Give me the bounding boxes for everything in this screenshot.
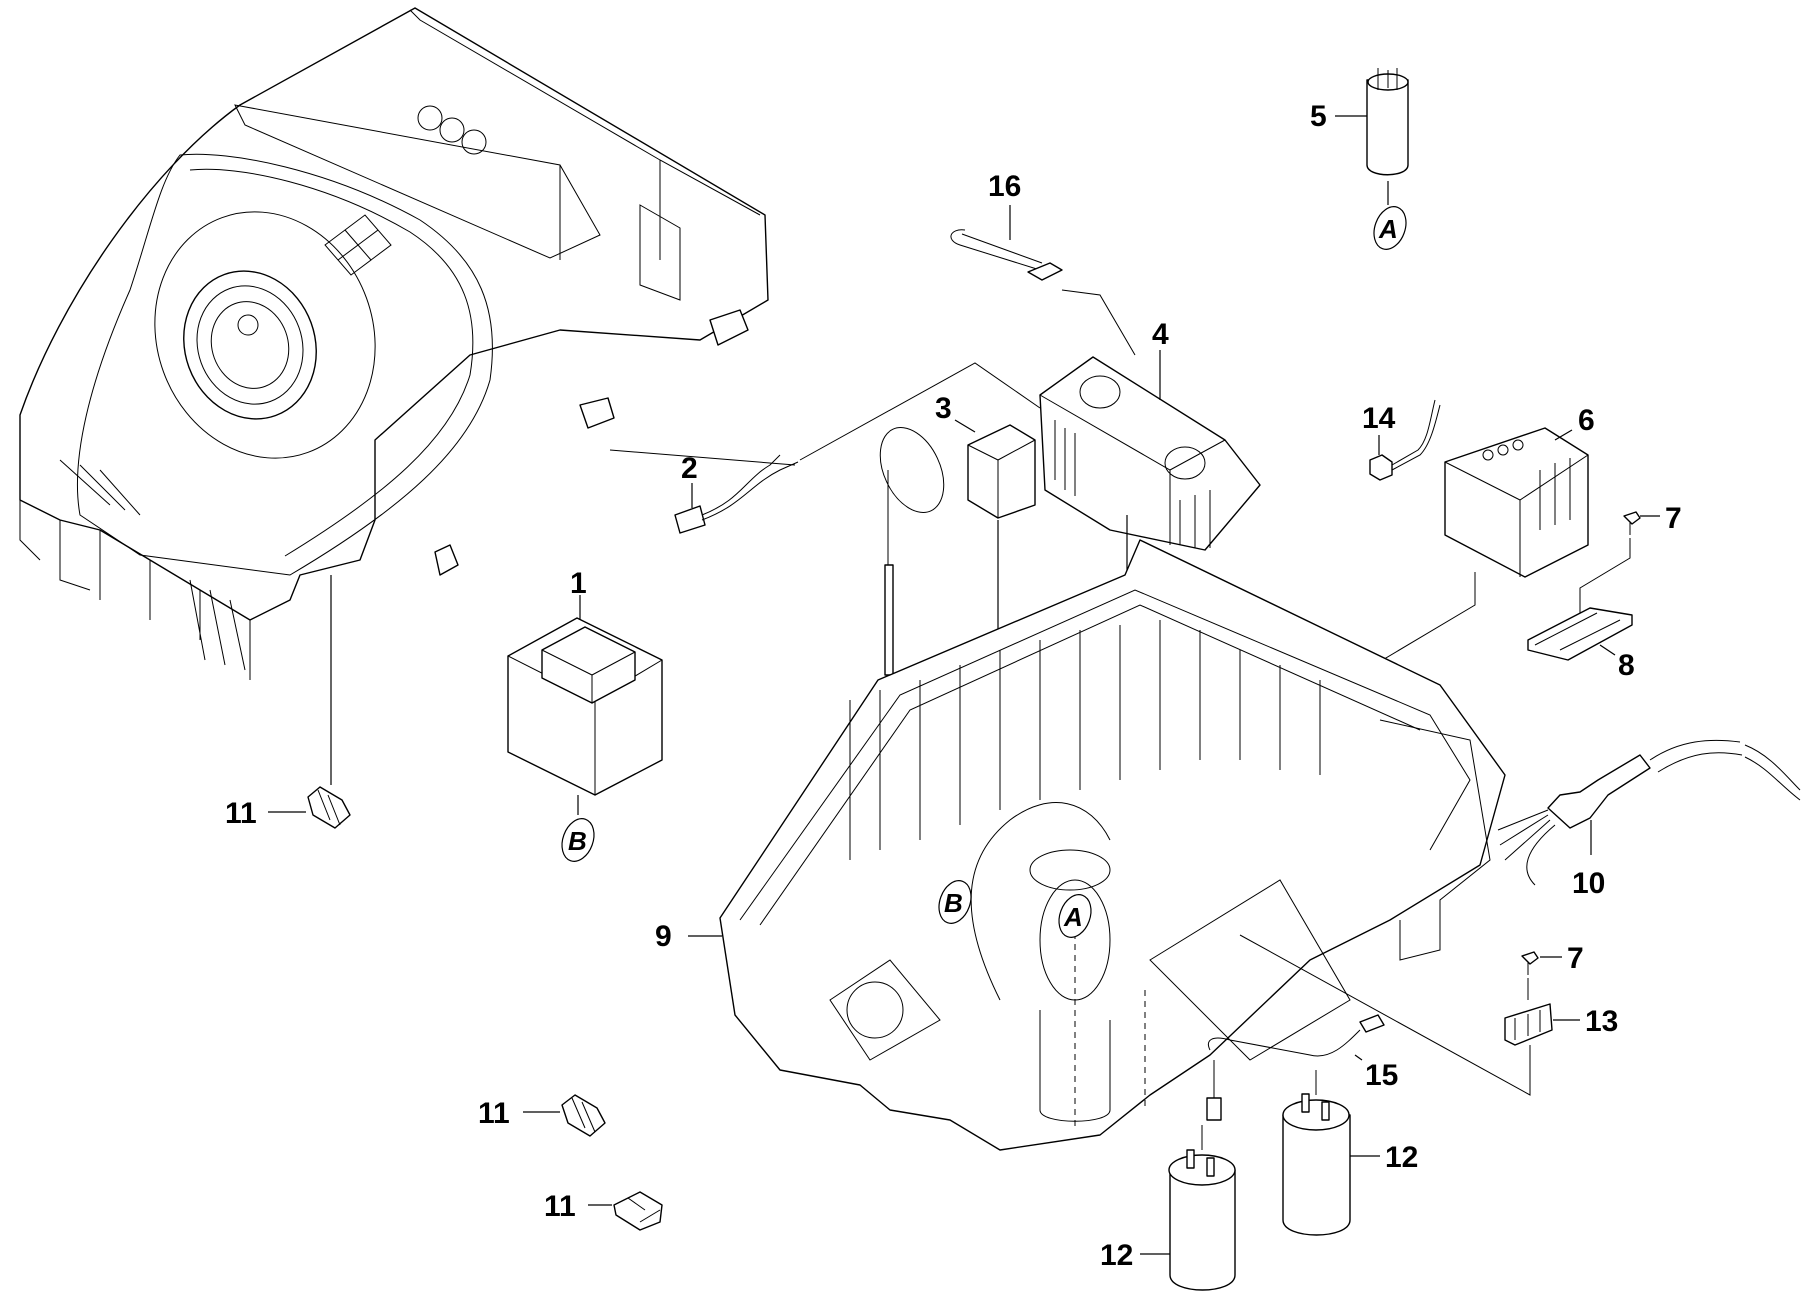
connector-cable-part-14: 14 <box>1362 399 1441 481</box>
reference-b: B <box>568 826 587 856</box>
cable-part-15: 15 <box>1206 1014 1398 1121</box>
callout-9: 9 <box>655 920 672 953</box>
clip-part-11-top: 11 <box>225 575 351 830</box>
screw-part-7-lower: 7 <box>1521 942 1584 1000</box>
callout-4: 4 <box>1152 318 1169 351</box>
callout-8: 8 <box>1618 649 1635 682</box>
callout-13: 13 <box>1585 1005 1618 1038</box>
callout-3: 3 <box>935 392 952 425</box>
callout-10: 10 <box>1572 867 1605 900</box>
callout-11-middle: 11 <box>478 1097 510 1130</box>
callout-6: 6 <box>1578 404 1595 437</box>
callout-2: 2 <box>681 452 698 485</box>
jumper-cable-part-16: 16 <box>950 170 1136 356</box>
wire-harness-part-2: 2 <box>609 362 1041 534</box>
capacitor-part-5: 5 A <box>1310 68 1409 250</box>
callout-12-right: 12 <box>1385 1141 1418 1174</box>
callout-1: 1 <box>570 567 587 600</box>
callout-7: 7 <box>1665 502 1682 535</box>
callout-11-bottom: 11 <box>544 1190 576 1223</box>
din-rail-part-8: 8 <box>1527 607 1635 682</box>
callout-7-lower: 7 <box>1567 942 1584 975</box>
callout-5: 5 <box>1310 100 1327 133</box>
top-cover <box>19 7 769 680</box>
capacitor-part-12-right: 12 <box>1282 1070 1418 1236</box>
reference-a: A <box>1378 214 1398 244</box>
reference-ring-a-base <box>1058 894 1092 938</box>
callout-12: 12 <box>1100 1239 1133 1272</box>
clip-part-11-bottom: 11 <box>544 1190 663 1231</box>
callout-15: 15 <box>1365 1059 1398 1092</box>
terminal-block-part-13: 13 <box>1239 934 1618 1096</box>
capacitor-part-12-left: 12 <box>1100 1125 1236 1291</box>
reference-ring-a <box>1373 206 1407 250</box>
reference-ring-b-base <box>938 880 972 924</box>
base-housing-part-9: 9 B A <box>655 539 1506 1151</box>
callout-16: 16 <box>988 170 1021 203</box>
power-cord-part-10: 10 <box>1497 739 1801 900</box>
callout-14: 14 <box>1362 402 1396 435</box>
transformer-part-1: 1 B <box>507 567 663 862</box>
callout-11: 11 <box>225 797 257 830</box>
reference-b-base: B <box>944 888 963 918</box>
clip-part-11-middle: 11 <box>478 1094 606 1137</box>
screw-part-7-upper: 7 <box>1579 502 1682 625</box>
reference-a-base: A <box>1063 902 1083 932</box>
vent-grid-icon <box>324 214 392 276</box>
reference-ring-b <box>561 818 595 862</box>
